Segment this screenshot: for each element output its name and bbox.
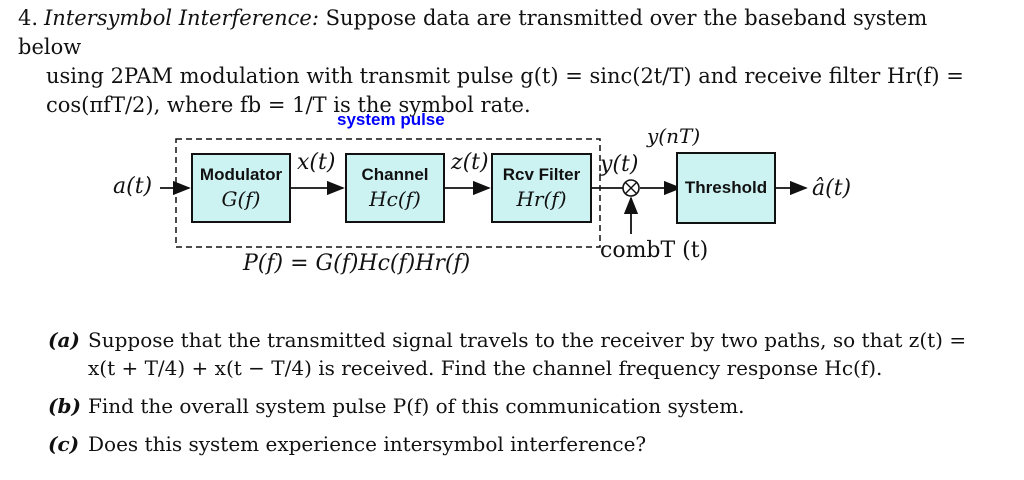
part-b-text: Find the overall system pulse P(f) of th… xyxy=(88,394,745,418)
pulse-equation: P(f) = G(f)Hc(f)Hr(f) xyxy=(243,251,471,276)
input-label: a(t) xyxy=(113,174,153,199)
channel-title: Channel xyxy=(361,165,429,184)
multiplier-icon xyxy=(622,179,640,197)
problem-number: 4. xyxy=(18,6,39,30)
rcv-filter-block: Rcv Filter Hr(f) xyxy=(491,153,592,223)
part-b-tag: (b) xyxy=(48,394,81,418)
output-label: â(t) xyxy=(812,176,852,201)
problem-statement: 4.Intersymbol Interference: Suppose data… xyxy=(18,4,993,120)
part-c-tag: (c) xyxy=(48,432,80,456)
modulator-title: Modulator xyxy=(199,165,283,184)
threshold-title: Threshold xyxy=(684,178,768,197)
rcv-filter-title: Rcv Filter xyxy=(502,165,581,184)
part-c-text: Does this system experience intersymbol … xyxy=(88,432,647,456)
part-a-text: Suppose that the transmitted signal trav… xyxy=(88,328,967,380)
channel-block: Channel Hc(f) xyxy=(345,153,445,223)
modulator-block: Modulator G(f) xyxy=(191,153,291,223)
rcv-filter-transfer-function: Hr(f) xyxy=(516,187,567,211)
part-c: (c) Does this system experience intersym… xyxy=(38,430,998,458)
question-parts: (a) Suppose that the transmitted signal … xyxy=(38,326,998,468)
comb-label: combT (t) xyxy=(600,238,709,263)
problem-title: Intersymbol Interference: xyxy=(44,6,319,30)
problem-line-2: using 2PAM modulation with transmit puls… xyxy=(46,64,964,88)
modulator-transfer-function: G(f) xyxy=(221,187,261,211)
problem-line-3: cos(πfT/2), where fb = 1/T is the symbol… xyxy=(46,93,531,117)
part-b: (b) Find the overall system pulse P(f) o… xyxy=(38,392,998,420)
channel-transfer-function: Hc(f) xyxy=(369,187,421,211)
threshold-block: Threshold xyxy=(676,152,776,224)
y-label: y(t) xyxy=(600,152,639,177)
system-pulse-label: system pulse xyxy=(337,110,445,129)
block-diagram: system pulse a(t) Modulator G(f) x(t) Ch… xyxy=(0,106,1024,286)
part-a-tag: (a) xyxy=(48,328,80,352)
problem-line-1: 4.Intersymbol Interference: Suppose data… xyxy=(18,4,993,62)
problem-line-1-text: Suppose data are transmitted over the ba… xyxy=(18,6,928,59)
diagram-lines xyxy=(160,138,808,248)
x-label: x(t) xyxy=(297,150,336,175)
part-a: (a) Suppose that the transmitted signal … xyxy=(38,326,998,382)
ynt-label: y(nT) xyxy=(647,124,701,148)
z-label: z(t) xyxy=(451,150,489,175)
